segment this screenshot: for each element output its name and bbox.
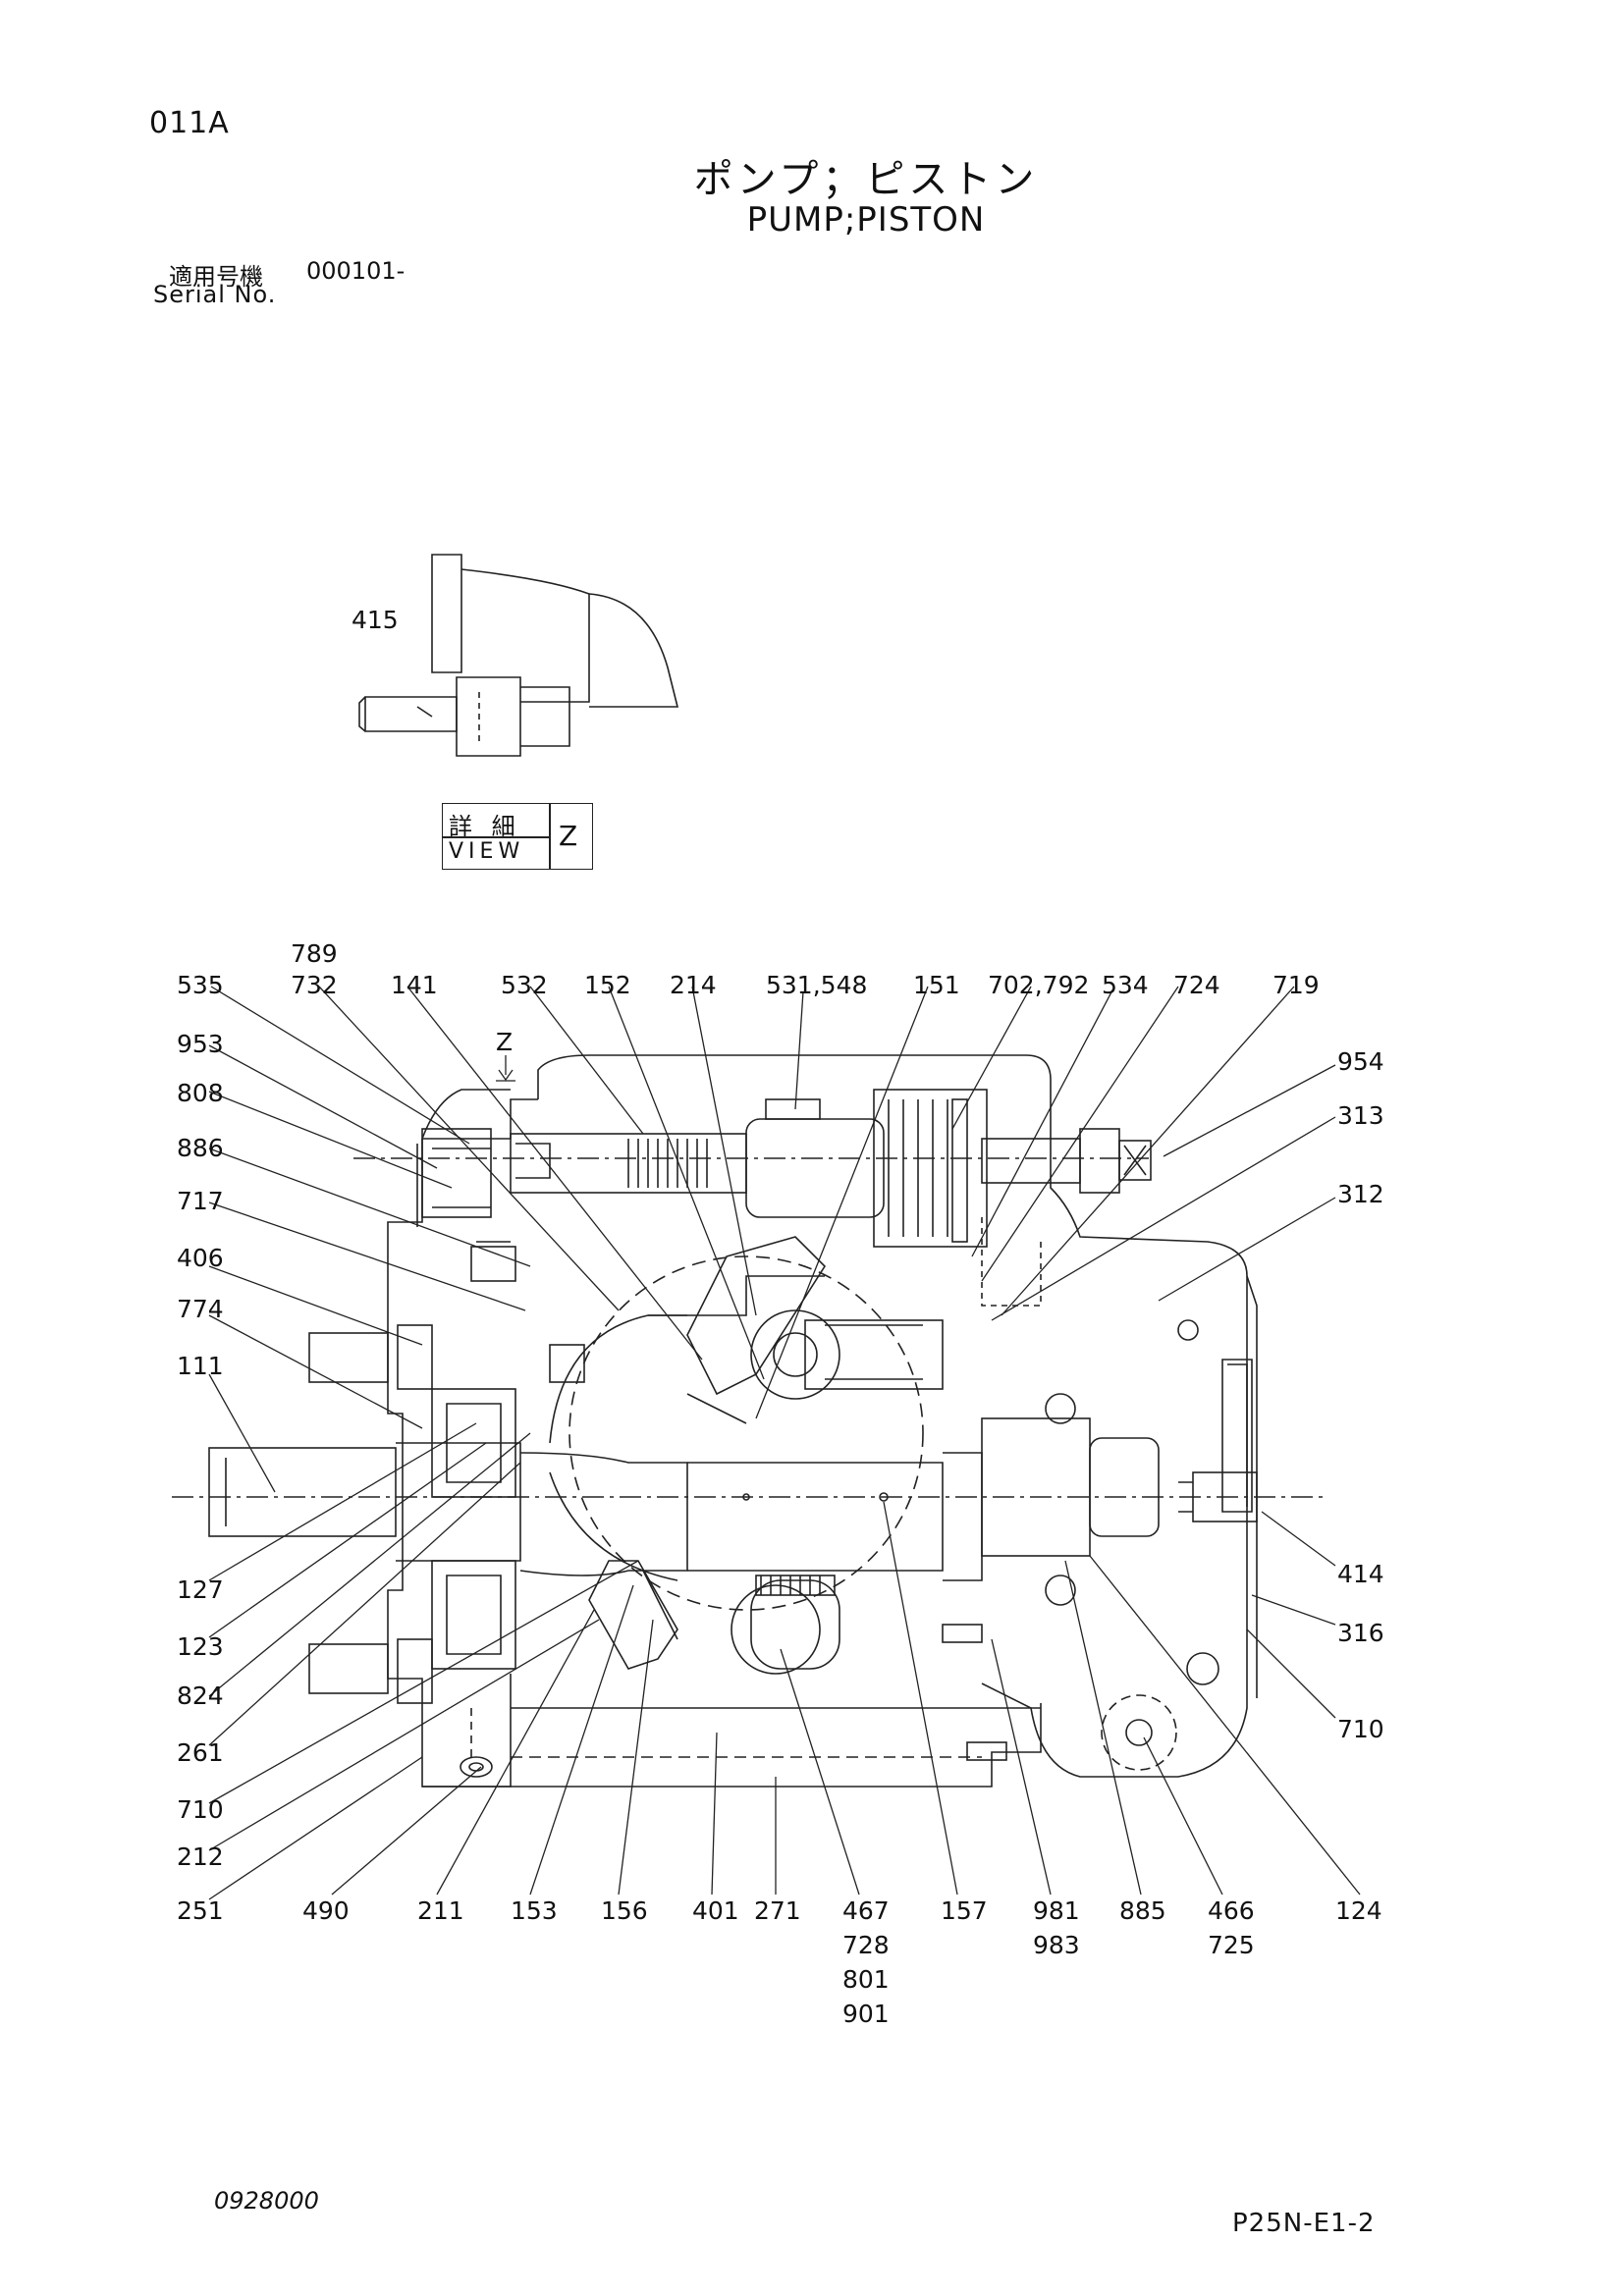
detail-label-english: VIEW [449,839,525,864]
callout-531-548: 531,548 [766,971,867,999]
title-japanese: ポンプ；ピストン [693,157,1039,202]
callout-124: 124 [1335,1896,1382,1925]
callout-710-left: 710 [177,1795,224,1824]
callout-534: 534 [1102,971,1149,999]
page-code: 011A [149,106,230,140]
callout-981: 981 [1033,1896,1080,1925]
callout-532: 532 [501,971,548,999]
serial-label-japanese: 適用号機 [169,263,263,291]
serial-value: 000101- [306,257,406,285]
callout-983: 983 [1033,1931,1080,1959]
callout-414: 414 [1337,1560,1384,1588]
leader-lines [208,986,1361,1900]
callout-261: 261 [177,1738,224,1767]
callout-312: 312 [1337,1180,1384,1208]
callout-728: 728 [842,1931,890,1959]
callout-710-right: 710 [1337,1715,1384,1743]
callout-401: 401 [692,1896,739,1925]
callout-212: 212 [177,1842,224,1871]
callout-467: 467 [842,1896,890,1925]
callout-313: 313 [1337,1101,1384,1130]
callout-774: 774 [177,1295,224,1323]
detail-view-letter: Z [559,820,578,852]
regulator-assembly [353,1089,1152,1307]
callout-141: 141 [391,971,438,999]
callout-157: 157 [941,1896,988,1925]
callout-316: 316 [1337,1619,1384,1647]
callout-152: 152 [584,971,631,999]
callout-406: 406 [177,1244,224,1272]
callout-724: 724 [1173,971,1220,999]
bearings-and-bolts [308,1241,1219,1778]
drive-shaft [172,1417,1326,1581]
callout-214: 214 [670,971,717,999]
callout-466: 466 [1208,1896,1255,1925]
callout-901: 901 [842,2000,890,2028]
callout-535: 535 [177,971,224,999]
serial-label-english: Serial No. [153,281,277,308]
view-box-vertical-divider [549,804,551,869]
callout-415: 415 [352,606,399,634]
callout-211: 211 [417,1896,464,1925]
callout-123: 123 [177,1632,224,1661]
callout-719: 719 [1272,971,1320,999]
callout-labels: 415 789 535 732 141 532 152 214 531,548 … [177,606,1384,2028]
cylinder-block [549,1236,944,1675]
page-reference: P25N-E1-2 [1232,2209,1376,2238]
callout-251: 251 [177,1896,224,1925]
title-english: PUMP;PISTON [746,200,986,240]
callout-702-792: 702,792 [988,971,1089,999]
callout-886: 886 [177,1134,224,1162]
callout-789: 789 [291,939,338,968]
callout-153: 153 [511,1896,558,1925]
callout-954: 954 [1337,1047,1384,1076]
callout-271: 271 [754,1896,801,1925]
view-box-divider [443,836,549,838]
detail-label-japanese: 詳 細 [449,813,521,840]
callout-151: 151 [913,971,960,999]
z-marker: Z [496,1028,513,1056]
callout-111: 111 [177,1352,224,1380]
callout-717: 717 [177,1187,224,1215]
callout-953: 953 [177,1030,224,1058]
callout-808: 808 [177,1079,224,1107]
callout-725: 725 [1208,1931,1255,1959]
callout-732: 732 [291,971,338,999]
callout-127: 127 [177,1575,224,1604]
detail-view-label-box: 詳 細 VIEW Z [442,803,593,870]
callout-885: 885 [1119,1896,1166,1925]
callout-156: 156 [601,1896,648,1925]
drawing-number: 0928000 [214,2187,319,2215]
detail-view-z-drawing [358,554,679,757]
pump-housing [387,1054,1258,1788]
callout-801: 801 [842,1965,890,1994]
callout-490: 490 [302,1896,350,1925]
callout-824: 824 [177,1682,224,1710]
